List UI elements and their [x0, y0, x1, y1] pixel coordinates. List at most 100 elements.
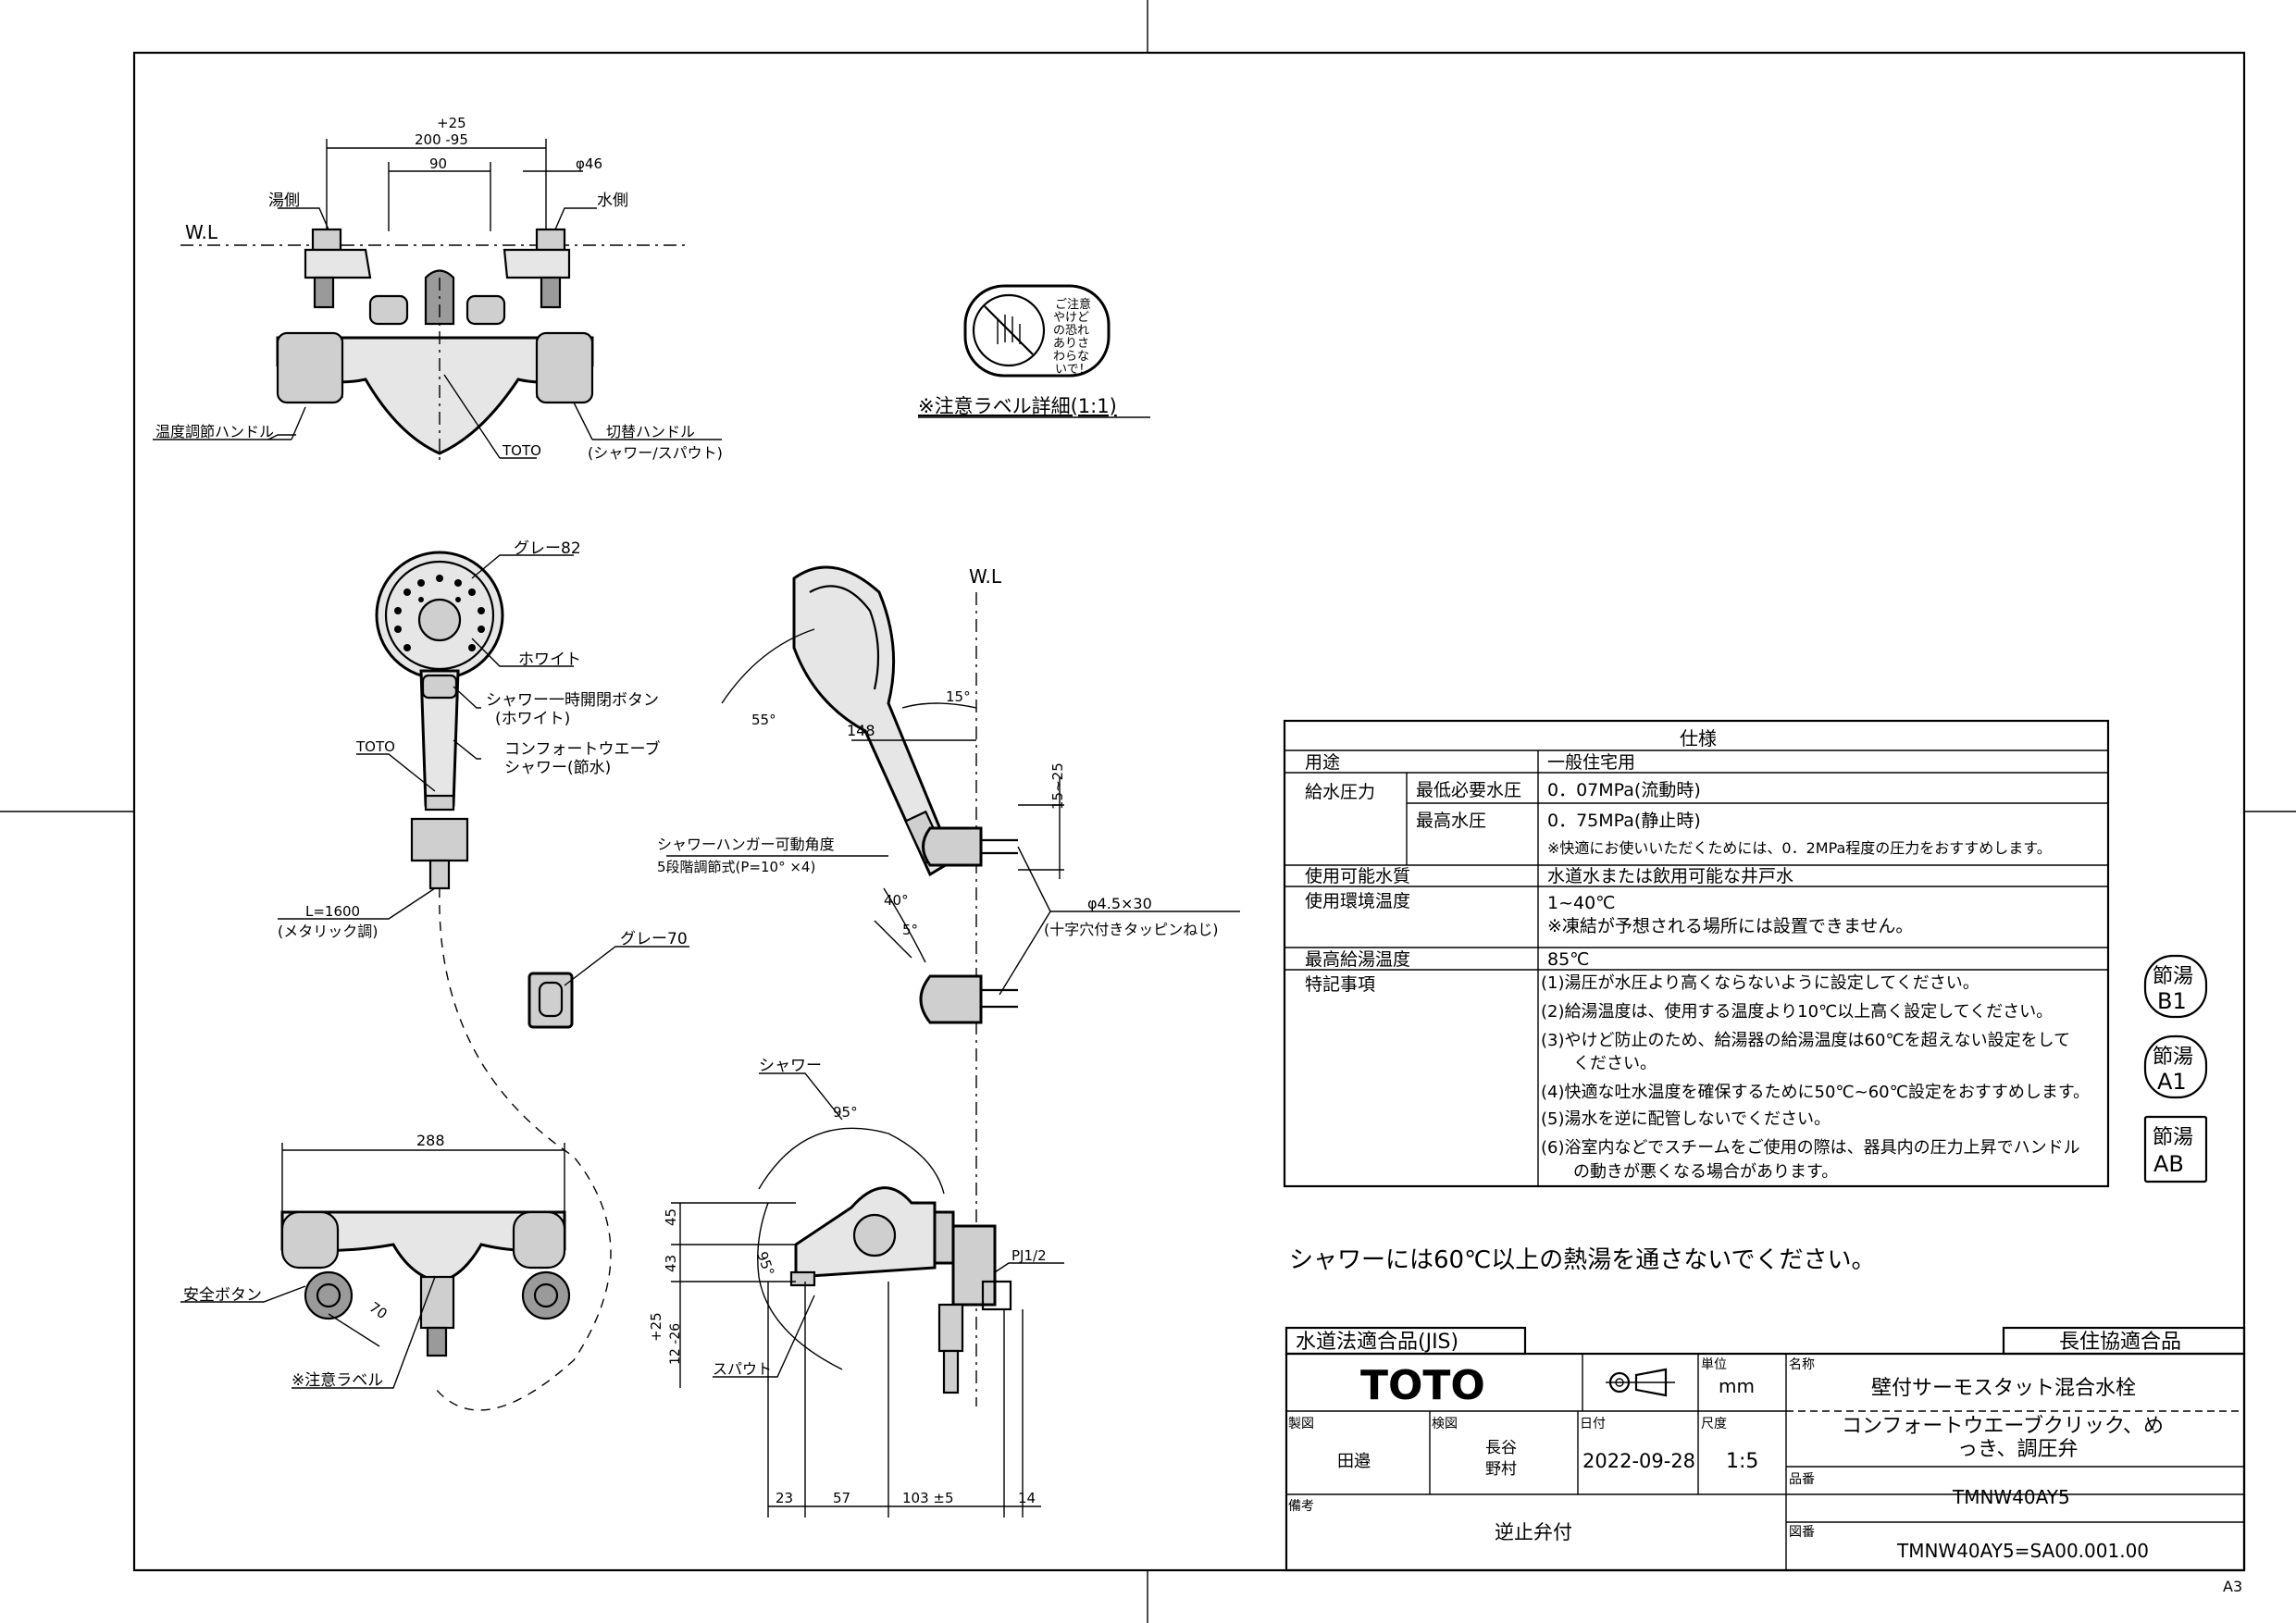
svg-text:名称: 名称	[1789, 1357, 1815, 1372]
drawing-date: 2022-09-28	[1582, 1450, 1695, 1472]
svg-text:103 ±5: 103 ±5	[902, 1490, 954, 1506]
svg-text:+25: +25	[648, 1312, 664, 1342]
svg-text:0．07MPa(流動時): 0．07MPa(流動時)	[1547, 780, 1701, 800]
svg-text:(6)浴室内などでスチームをご使用の際は、器具内の圧力上昇で: (6)浴室内などでスチームをご使用の際は、器具内の圧力上昇でハンドル	[1541, 1138, 2080, 1158]
spec-table: 仕様 用途 一般住宅用 給水圧力 最低必要水圧 0．07MPa(流動時) 最高水…	[1283, 719, 2110, 1188]
svg-text:最高給湯温度: 最高給湯温度	[1305, 949, 1410, 970]
checked-by-2: 野村	[1485, 1460, 1517, 1479]
drawing-number: TMNW40AY5=SA00.001.00	[1896, 1540, 2149, 1562]
svg-text:15~25: 15~25	[1049, 762, 1066, 810]
notice-label-detail: ご注意 やけど の恐れ ありさ わらな いで！ ※注意ラベル詳細(1:1)	[918, 284, 1150, 418]
svg-text:55°: 55°	[751, 712, 776, 728]
svg-text:安全ボタン: 安全ボタン	[183, 1286, 262, 1305]
svg-text:5段階調節式(P=10° ×4): 5段階調節式(P=10° ×4)	[657, 859, 815, 875]
svg-text:L=1600: L=1600	[305, 903, 360, 920]
svg-text:85℃: 85℃	[1547, 949, 1590, 970]
svg-text:コンフォートウエーブ: コンフォートウエーブ	[504, 739, 660, 759]
svg-text:単位: 単位	[1701, 1357, 1727, 1372]
svg-text:15°: 15°	[946, 688, 971, 705]
svg-text:95°: 95°	[753, 1249, 777, 1278]
notice-line-4: ありさ	[1053, 337, 1089, 351]
svg-text:57: 57	[833, 1490, 850, 1506]
product-name-2: コンフォートウエーブクリック、め	[1842, 1415, 2164, 1438]
svg-text:(ホワイト): (ホワイト)	[495, 710, 570, 728]
svg-text:使用可能水質: 使用可能水質	[1305, 866, 1410, 886]
notice-line-1: ご注意	[1055, 297, 1091, 312]
water-line-label: W.L	[185, 221, 218, 243]
svg-text:(メタリック調): (メタリック調)	[278, 923, 379, 940]
svg-text:TOTO: TOTO	[355, 738, 395, 755]
svg-text:湯側: 湯側	[268, 192, 300, 210]
svg-text:AB: AB	[2153, 1151, 2184, 1177]
front-view: 288 安全ボタン 70 ※注意ラベル	[180, 1132, 571, 1390]
jis-label: 水道法適合品(JIS)	[1296, 1331, 1458, 1354]
notice-line-5: わらな	[1053, 350, 1089, 364]
svg-text:用途: 用途	[1305, 752, 1340, 773]
part-number: TMNW40AY5	[1952, 1486, 2070, 1508]
svg-text:切替ハンドル: 切替ハンドル	[606, 423, 695, 440]
svg-text:節湯: 節湯	[2153, 965, 2193, 988]
svg-text:1~40℃: 1~40℃	[1547, 893, 1616, 913]
chojyu-label: 長住協適合品	[2059, 1331, 2181, 1354]
notice-line-3: の恐れ	[1053, 324, 1089, 338]
svg-text:一般住宅用: 一般住宅用	[1547, 752, 1635, 773]
svg-text:備考: 備考	[1288, 1499, 1314, 1514]
svg-text:製図: 製図	[1288, 1417, 1314, 1431]
svg-text:シャワー: シャワー	[759, 1057, 822, 1075]
svg-text:温度調節ハンドル: 温度調節ハンドル	[155, 423, 274, 440]
drawing-scale: 1:5	[1726, 1450, 1758, 1473]
svg-text:(4)快適な吐水温度を確保するために50℃~60℃設定をおす: (4)快適な吐水温度を確保するために50℃~60℃設定をおすすめします。	[1541, 1083, 2090, 1102]
svg-text:B1: B1	[2157, 988, 2187, 1014]
badge-a1	[2143, 1035, 2208, 1099]
svg-text:40°: 40°	[884, 892, 909, 909]
badge-b1	[2143, 954, 2208, 1019]
svg-text:(2)給湯温度は、使用する温度より10℃以上高く設定してくだ: (2)給湯温度は、使用する温度より10℃以上高く設定してください。	[1541, 1002, 2053, 1022]
svg-text:12 -26: 12 -26	[668, 1323, 683, 1365]
svg-text:45: 45	[663, 1208, 679, 1226]
svg-text:23: 23	[776, 1490, 793, 1506]
svg-text:200 -95: 200 -95	[415, 131, 468, 148]
svg-text:検図: 検図	[1432, 1417, 1458, 1431]
svg-text:(1)湯圧が水圧より高くならないように設定してください。: (1)湯圧が水圧より高くならないように設定してください。	[1541, 973, 1980, 993]
svg-text:最低必要水圧: 最低必要水圧	[1416, 780, 1521, 800]
sessyu-badges: 節湯 B1 節湯 A1 節湯 AB	[2143, 954, 2208, 1183]
svg-text:43: 43	[663, 1255, 679, 1272]
product-name-1: 壁付サーモスタット混合水栓	[1871, 1377, 2136, 1400]
svg-text:グレー82: グレー82	[514, 539, 581, 558]
sheet-size-label: A3	[2223, 1578, 2242, 1595]
svg-text:(十字穴付きタッピンねじ): (十字穴付きタッピンねじ)	[1044, 921, 1219, 938]
svg-text:品番: 品番	[1789, 1472, 1815, 1487]
badge-ab	[2143, 1115, 2208, 1183]
drawn-by: 田邉	[1337, 1452, 1371, 1471]
svg-text:尺度: 尺度	[1701, 1417, 1727, 1431]
svg-text:※注意ラベル: ※注意ラベル	[292, 1371, 383, 1390]
svg-text:シャワー(節水): シャワー(節水)	[504, 759, 611, 777]
svg-text:節湯: 節湯	[2153, 1126, 2193, 1149]
svg-text:グレー70: グレー70	[620, 930, 688, 948]
svg-text:水道水または飲用可能な井戸水: 水道水または飲用可能な井戸水	[1547, 866, 1793, 886]
top-view: +25 200 -95 90 φ46 W.L 湯側 水側 温度調節ハンドル	[153, 115, 723, 463]
svg-text:5°: 5°	[902, 922, 918, 938]
svg-text:最高水圧: 最高水圧	[1416, 811, 1486, 831]
spec-title: 仕様	[1680, 727, 1717, 750]
svg-text:使用環境温度: 使用環境温度	[1305, 891, 1410, 911]
unit-value: mm	[1719, 1375, 1755, 1397]
svg-text:70: 70	[366, 1299, 391, 1323]
product-name-3: っき、調圧弁	[1957, 1438, 2078, 1461]
shower-head-view: グレー82 ホワイト シャワー一時開閉ボタン (ホワイト) コンフォートウエーブ…	[278, 539, 689, 1411]
svg-text:(3)やけど防止のため、給湯器の給湯温度は60℃を超えない設: (3)やけど防止のため、給湯器の給湯温度は60℃を超えない設定をして	[1541, 1031, 2070, 1050]
remarks: 逆止弁付	[1495, 1521, 1572, 1543]
svg-text:シャワーハンガー可動角度: シャワーハンガー可動角度	[657, 836, 835, 853]
svg-text:(シャワー/スパウト): (シャワー/スパウト)	[588, 444, 723, 462]
svg-text:の動きが悪くなる場合があります。: の動きが悪くなる場合があります。	[1573, 1162, 1838, 1182]
svg-text:+25: +25	[437, 115, 466, 131]
svg-text:14: 14	[1018, 1490, 1036, 1506]
svg-text:90: 90	[429, 155, 447, 172]
svg-text:A1: A1	[2157, 1069, 2187, 1095]
svg-text:TOTO: TOTO	[502, 442, 541, 459]
hot-water-warning: シャワーには60℃以上の熱湯を通さないでください。	[1289, 1246, 1876, 1274]
toto-logo: TOTO	[1360, 1362, 1485, 1409]
svg-text:※快適にお使いいただくためには、0．2MPa程度の圧力をおす: ※快適にお使いいただくためには、0．2MPa程度の圧力をおすすめします。	[1547, 839, 2052, 857]
svg-text:148: 148	[847, 722, 875, 739]
